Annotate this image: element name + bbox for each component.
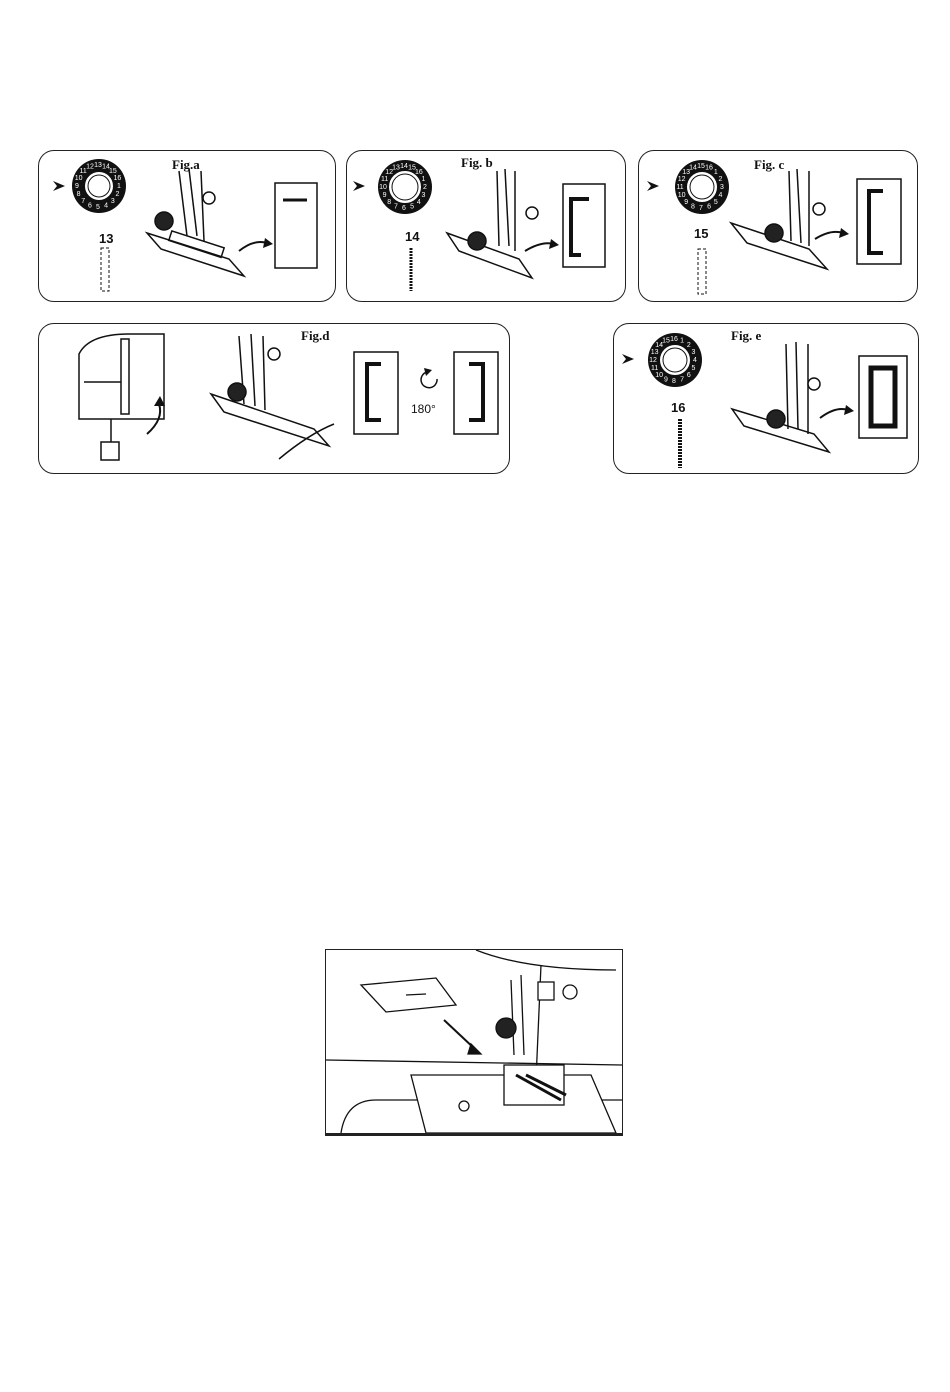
arrow-icon (525, 243, 553, 251)
figure-panel-d: Fig.d 180° (38, 323, 510, 474)
dial-number: 11 (676, 184, 683, 191)
buttonhole-foot-icon (447, 169, 538, 278)
dial-number: 12 (678, 176, 686, 183)
buttonhole-foot-icon (211, 334, 334, 459)
arrow-icon (239, 242, 267, 251)
dial-number: 3 (421, 192, 425, 199)
dial-number: 16 (705, 165, 713, 172)
buttonhole-foot-icon (731, 169, 827, 269)
dial-number: 8 (691, 203, 695, 210)
buttonhole-foot-icon (732, 342, 829, 452)
dial-number: 5 (691, 365, 695, 372)
dial-number: 6 (88, 202, 92, 209)
dial-number: 7 (81, 198, 85, 205)
dial-number: 1 (421, 176, 425, 183)
sewing-machine-head-icon (79, 334, 164, 460)
arrow-icon (815, 232, 843, 239)
dial-number: 2 (423, 184, 427, 191)
dial-number: 4 (417, 199, 421, 206)
dial-number: 6 (707, 203, 711, 210)
dial-number: 13 (392, 165, 400, 172)
dial-number: 11 (651, 365, 658, 372)
needle-plate-illustration (325, 949, 623, 1134)
figure-label: Fig. e (731, 328, 761, 344)
dial-number: 7 (394, 203, 398, 210)
stitch-sample-icon (101, 248, 109, 291)
dial-number: 16 (670, 336, 678, 343)
dial-number: 3 (111, 198, 115, 205)
rotation-label: 180° (411, 402, 436, 416)
dial-number: 16 (114, 175, 122, 182)
dial-number: 1 (117, 183, 121, 190)
buttonhole-foot-icon (147, 169, 244, 276)
selector-pointer-icon (353, 181, 365, 191)
dial-number: 10 (379, 184, 387, 191)
dial-number: 9 (383, 192, 387, 199)
dial-number: 11 (381, 176, 388, 183)
dial-number: 10 (655, 372, 663, 379)
dial-number: 15 (662, 338, 670, 345)
stitch-number-label: 13 (99, 231, 113, 246)
dial-number: 2 (718, 176, 722, 183)
dial-number: 7 (680, 376, 684, 383)
divider (325, 1134, 623, 1136)
dial-number: 6 (687, 372, 691, 379)
dial-number: 5 (714, 199, 718, 206)
dial-number: 1 (714, 169, 718, 176)
dial-number: 3 (720, 184, 724, 191)
dial-number: 8 (387, 199, 391, 206)
dial-number: 13 (651, 349, 659, 356)
dial-number: 1 (680, 338, 684, 345)
dial-number: 8 (77, 191, 81, 198)
dial-number: 14 (689, 165, 697, 172)
dial-number: 4 (104, 202, 108, 209)
selector-pointer-icon (647, 181, 659, 191)
dial-number: 10 (678, 192, 686, 199)
dial-number: 5 (96, 204, 100, 211)
dial-number: 8 (672, 378, 676, 385)
dial-number: 9 (664, 376, 668, 383)
dial-number: 5 (410, 203, 414, 210)
rotate-icon (421, 372, 437, 388)
figure-label: Fig.d (301, 328, 330, 344)
stitch-sample-icon (698, 249, 706, 294)
dial-number: 2 (687, 342, 691, 349)
dial-number: 3 (691, 349, 695, 356)
dial-number: 12 (649, 357, 657, 364)
selector-pointer-icon (53, 181, 65, 191)
dial-number: 9 (684, 199, 688, 206)
dial-number: 14 (400, 163, 408, 170)
figure-label: Fig. b (461, 155, 493, 171)
figure-label: Fig.a (172, 157, 200, 173)
buttonhole-step-d-illustration (39, 324, 511, 475)
dial-number: 7 (699, 205, 703, 212)
stitch-number-label: 16 (671, 400, 685, 415)
dial-number: 4 (693, 357, 697, 364)
stitch-number-label: 15 (694, 226, 708, 241)
dial-number: 4 (718, 192, 722, 199)
stitch-number-label: 14 (405, 229, 419, 244)
dial-number: 2 (115, 191, 119, 198)
result-box (275, 183, 317, 268)
selector-pointer-icon (622, 354, 634, 364)
arrow-icon (820, 409, 848, 418)
dial-number: 9 (75, 183, 79, 190)
figure-label: Fig. c (754, 157, 784, 173)
dial-number: 10 (75, 175, 83, 182)
dial-number: 12 (86, 164, 94, 171)
dial-number: 6 (402, 205, 406, 212)
presser-foot-attach-illustration (326, 950, 622, 1133)
dial-number: 13 (94, 162, 102, 169)
dial-number: 15 (697, 163, 705, 170)
